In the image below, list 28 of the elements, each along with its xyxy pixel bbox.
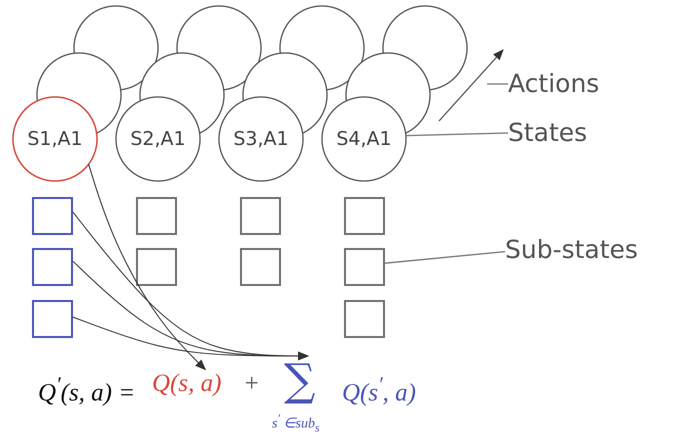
callout-label: Sub-states <box>505 234 665 266</box>
formula-term: + <box>243 369 260 399</box>
formula-term: Q(s$^{′}$, a) <box>342 371 416 408</box>
state-label: S4,A1 <box>336 128 392 150</box>
arrow <box>88 164 206 370</box>
state-label: S3,A1 <box>233 128 289 150</box>
sub-state-square <box>136 197 177 235</box>
leader-line <box>487 83 508 85</box>
sub-state-square <box>240 197 281 235</box>
leader-line <box>406 132 508 136</box>
sum-symbol: ∑ <box>284 356 316 406</box>
sub-state-square <box>344 248 385 286</box>
sub-state-square <box>32 197 73 235</box>
sub-state-square <box>32 300 73 338</box>
formula-term: Q$^{′}$(s, a) = <box>38 371 136 408</box>
callout-label: Actions <box>508 68 628 100</box>
sum-index: s$^{′}$ ∈sub$_{s}$ <box>272 412 320 434</box>
state-label: S2,A1 <box>130 128 186 150</box>
sub-state-square <box>344 300 385 338</box>
sub-state-square <box>240 248 281 286</box>
formula-term: Q(s, a) <box>152 366 238 402</box>
state-label: S1,A1 <box>27 128 83 150</box>
sub-state-square <box>32 248 73 286</box>
sub-state-square <box>344 197 385 235</box>
sub-state-square <box>136 248 177 286</box>
leader-line <box>384 250 506 264</box>
arrow <box>72 316 310 360</box>
callout-label: States <box>508 117 628 149</box>
